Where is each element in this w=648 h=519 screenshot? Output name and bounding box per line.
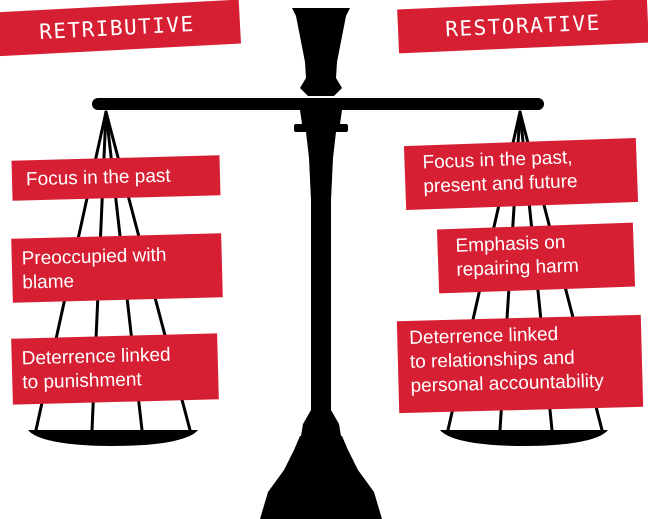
scale-base xyxy=(260,436,382,519)
right-card-focus: Focus in the past, present and future xyxy=(403,137,639,211)
scale-collar xyxy=(300,110,342,124)
scale-column xyxy=(301,132,341,436)
left-card-deterrence: Deterrence linked to punishment xyxy=(11,333,219,405)
right-pan xyxy=(440,430,608,446)
left-card-focus: Focus in the past xyxy=(11,155,221,201)
scale-finial xyxy=(292,8,350,96)
left-pan xyxy=(28,430,198,446)
scale-crossbar xyxy=(92,98,544,110)
right-card-deterrence: Deterrence linked to relationships and p… xyxy=(396,314,644,414)
right-card-harm: Emphasis on repairing harm xyxy=(436,222,636,294)
left-card-blame: Preoccupied with blame xyxy=(11,233,223,303)
